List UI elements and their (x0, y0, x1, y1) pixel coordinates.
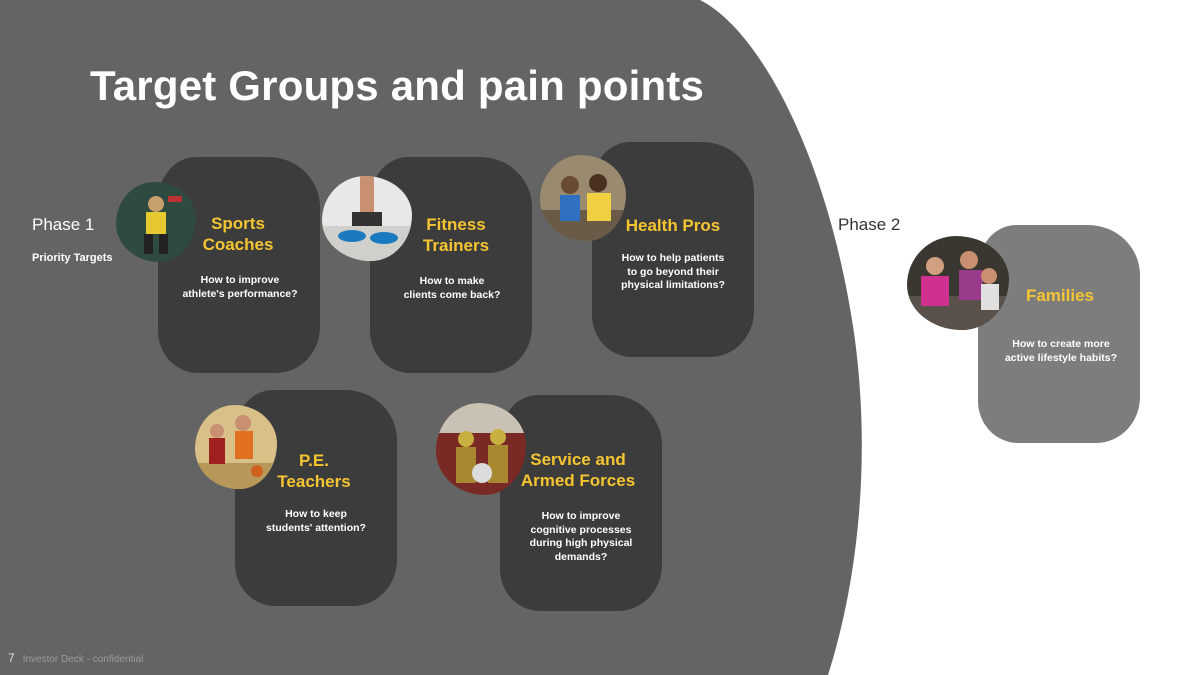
footer-text: Investor Deck - confidential (22, 654, 144, 665)
pe-teacher-photo (195, 405, 277, 489)
phase-1-label: Phase 1 (32, 215, 95, 234)
sports-coach-photo (116, 182, 196, 262)
target-card-sports-coaches (158, 157, 320, 373)
slide-title: Target Groups and pain points (90, 62, 705, 109)
target-name-pe-teachers: P.E.Teachers (277, 451, 351, 491)
phase-2-label: Phase 2 (838, 215, 901, 234)
families-photo (907, 236, 1009, 330)
armed-forces-photo (436, 403, 526, 495)
page-number: 7 (8, 651, 15, 665)
fitness-trainer-photo (322, 176, 412, 261)
target-name-health-pros: Health Pros (625, 216, 721, 235)
health-pro-photo (540, 155, 626, 241)
phase-1-sublabel: Priority Targets (32, 252, 113, 264)
slide-footer: 7 Investor Deck - confidential (8, 651, 143, 665)
target-card-families (978, 225, 1140, 443)
target-name-families: Families (1025, 286, 1095, 305)
target-card-armed-forces (500, 395, 662, 611)
